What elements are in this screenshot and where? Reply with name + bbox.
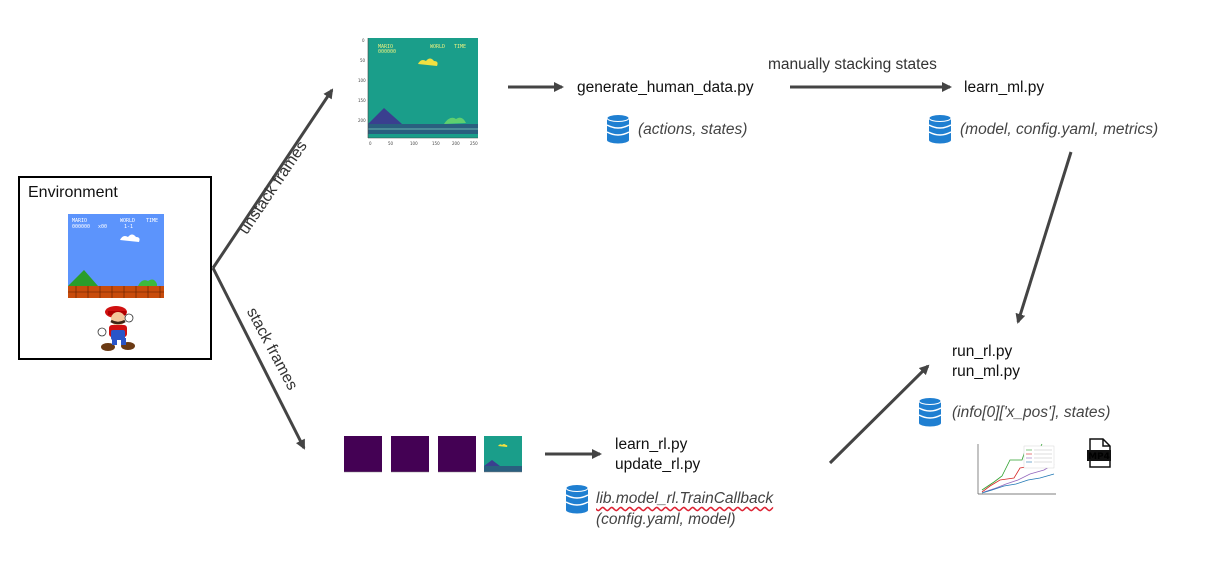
svg-text:150: 150 (432, 141, 440, 146)
arrow-learnrl-to-run (828, 364, 930, 465)
stacked-frame-3 (438, 436, 476, 472)
svg-text:150: 150 (358, 98, 366, 103)
data-rl-output: (config.yaml, model) (596, 511, 736, 528)
svg-text:100: 100 (358, 78, 366, 83)
mp4-badge-text: MP4 (1088, 452, 1110, 462)
svg-text:0: 0 (369, 141, 372, 146)
hud-world-num: 1-1 (124, 224, 133, 230)
data-run-output: (info[0]['x_pos'], states) (952, 404, 1111, 421)
script-learn-ml: learn_ml.py (964, 79, 1045, 96)
database-icon (928, 114, 952, 144)
cloud-icon (120, 234, 140, 242)
unstacked-hud-world: WORLD (430, 44, 445, 50)
script-run-ml: run_ml.py (952, 363, 1021, 380)
unstacked-hud-mario: MARIO (378, 44, 393, 50)
environment-box: Environment MARIO 000000 x00 WORLD 1-1 T… (18, 176, 212, 360)
data-human: (actions, states) (638, 121, 748, 138)
svg-text:50: 50 (388, 141, 394, 146)
hud-score: 000000 (72, 224, 90, 230)
script-generate-human-data: generate_human_data.py (577, 79, 754, 96)
svg-text:50: 50 (360, 58, 366, 63)
script-learn-rl: learn_rl.py (615, 436, 688, 453)
unstacked-hud-time: TIME (454, 44, 466, 50)
data-rl-callback: lib.model_rl.TrainCallback (596, 490, 773, 508)
svg-text:200: 200 (358, 118, 366, 123)
bush-icon (138, 279, 157, 286)
data-ml-output: (model, config.yaml, metrics) (960, 121, 1159, 138)
svg-text:200: 200 (452, 141, 460, 146)
stacked-frame-2 (391, 436, 429, 472)
svg-text:250: 250 (470, 141, 478, 146)
mp4-file-icon: MP4 (1087, 438, 1111, 468)
database-icon (565, 484, 589, 514)
arrow-env-to-stack (211, 267, 306, 450)
hud-time: TIME (146, 218, 158, 224)
svg-text:100: 100 (410, 141, 418, 146)
script-update-rl: update_rl.py (615, 456, 701, 473)
data-rl-callback-text: lib.model_rl.TrainCallback (596, 490, 774, 507)
metrics-plot-thumbnail (970, 440, 1060, 502)
game-screen-color: MARIO 000000 x00 WORLD 1-1 TIME (68, 214, 164, 298)
arrow-env-to-unstack (211, 88, 334, 269)
arrow-learnml-to-run (1015, 151, 1073, 324)
unstacked-hud-score: 000000 (378, 49, 396, 55)
stacked-frames (344, 436, 522, 473)
edge-label-manual: manually stacking states (768, 56, 937, 73)
stacked-frame-1 (344, 436, 382, 472)
database-icon (918, 397, 942, 427)
script-run-rl: run_rl.py (952, 343, 1013, 360)
hud-mario: MARIO (72, 218, 87, 224)
mario-character-icon (97, 306, 135, 351)
hud-coins: x00 (98, 224, 107, 230)
environment-title: Environment (28, 184, 118, 201)
database-icon (606, 114, 630, 144)
svg-text:0: 0 (362, 38, 365, 43)
unstacked-frame-plot: MARIO 000000 WORLD TIME 0 50 100 150 200 250… (358, 38, 478, 146)
hud-world: WORLD (120, 218, 135, 224)
hill-icon (68, 270, 98, 286)
